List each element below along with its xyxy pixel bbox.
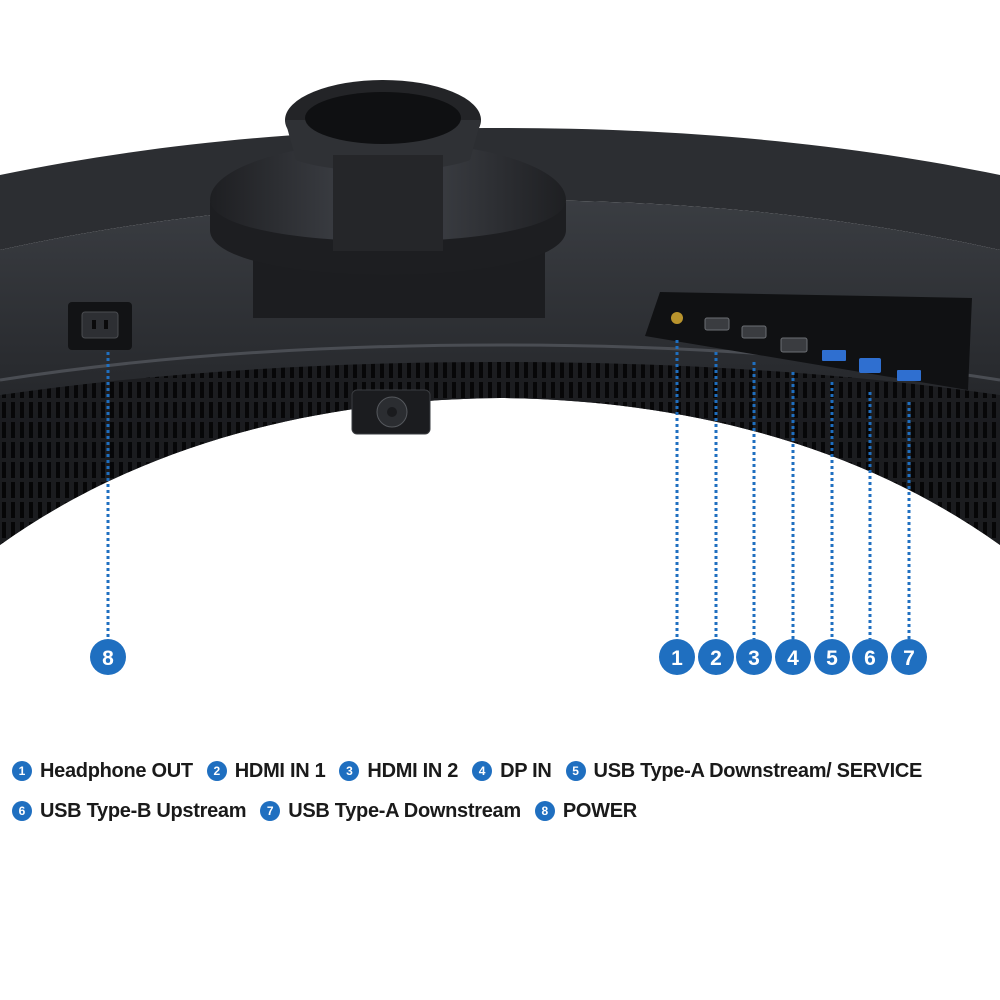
callout-badge: 1 <box>659 639 695 675</box>
callout-number: 4 <box>787 647 799 670</box>
legend-number-badge: 6 <box>12 801 32 821</box>
dp-port <box>780 337 808 353</box>
callout-circle <box>698 639 734 675</box>
callout-circle <box>736 639 772 675</box>
legend-item: 3 HDMI IN 2 <box>339 760 458 783</box>
callout-circle <box>659 639 695 675</box>
callout-number: 6 <box>864 647 876 670</box>
joystick <box>351 389 431 435</box>
legend-label: Headphone OUT <box>40 759 193 782</box>
legend-item: 6 USB Type-B Upstream <box>12 799 247 823</box>
callout-number: 2 <box>710 647 722 670</box>
legend-number-badge: 5 <box>565 761 586 781</box>
callout-badge: 3 <box>736 639 772 675</box>
hdmi-port-1 <box>704 317 730 331</box>
headphone-port <box>671 312 683 324</box>
legend-number-badge: 1 <box>12 761 32 781</box>
legend-item: 8 POWER <box>534 799 637 823</box>
legend-label: HDMI IN 2 <box>367 759 459 782</box>
power-port <box>68 302 132 350</box>
legend-item: 1 Headphone OUT <box>12 760 193 783</box>
legend-row-1: 1 Headphone OUT 2 HDMI IN 1 3 HDMI IN 2 4 DP… <box>12 756 997 786</box>
legend-number-badge: 3 <box>339 761 360 781</box>
callout-badge: 4 <box>775 639 811 675</box>
legend-label: USB Type-A Downstream/ SERVICE <box>593 759 923 782</box>
callout-number: 7 <box>903 647 915 670</box>
stand-mount <box>210 80 566 318</box>
callout-circle <box>891 639 927 675</box>
callout-badge: 2 <box>698 639 734 675</box>
callout-circle <box>775 639 811 675</box>
legend-label: POWER <box>562 799 637 822</box>
usb-b-port <box>859 358 881 373</box>
legend-label: DP IN <box>500 759 552 782</box>
usb-a-port-2 <box>897 370 921 381</box>
legend-item: 4 DP IN <box>472 759 552 783</box>
callout-circle <box>90 639 126 675</box>
hdmi-port-2 <box>741 325 767 339</box>
leader-lines <box>106 340 911 639</box>
callout-number: 5 <box>826 647 838 670</box>
legend-item: 2 HDMI IN 1 <box>206 759 326 783</box>
legend-label: USB Type-A Downstream <box>288 799 521 822</box>
callout-number: 8 <box>102 647 114 670</box>
legend-row-2: 6 USB Type-B Upstream 7 USB Type-A Downstr… <box>12 796 997 826</box>
usb-a-port-1 <box>822 350 846 361</box>
legend-number-badge: 2 <box>206 761 227 781</box>
legend-number-badge: 4 <box>472 761 493 781</box>
callout-number: 3 <box>748 647 760 670</box>
callout-badge: 8 <box>90 639 126 675</box>
callout-number: 1 <box>671 647 683 670</box>
callout-badge: 6 <box>852 639 888 675</box>
port-legend: 1 Headphone OUT 2 HDMI IN 1 3 HDMI IN 2 4 DP… <box>12 756 997 836</box>
callout-circle <box>814 639 850 675</box>
callout-badge: 7 <box>891 639 927 675</box>
callout-circle <box>852 639 888 675</box>
legend-number-badge: 7 <box>260 801 281 821</box>
stand-opening <box>305 92 461 144</box>
vent-strip <box>0 362 1000 545</box>
legend-number-badge: 8 <box>534 801 555 821</box>
legend-item: 7 USB Type-A Downstream <box>260 800 521 823</box>
legend-label: HDMI IN 1 <box>234 759 326 782</box>
callout-badge: 5 <box>814 639 850 675</box>
legend-item: 5 USB Type-A Downstream/ SERVICE <box>565 759 923 783</box>
stand-slot <box>333 155 443 251</box>
legend-label: USB Type-B Upstream <box>40 799 247 822</box>
io-panel <box>645 292 972 390</box>
stand-skirt <box>210 200 566 275</box>
callout-badges: 1 2 3 4 5 6 7 8 <box>90 639 927 675</box>
